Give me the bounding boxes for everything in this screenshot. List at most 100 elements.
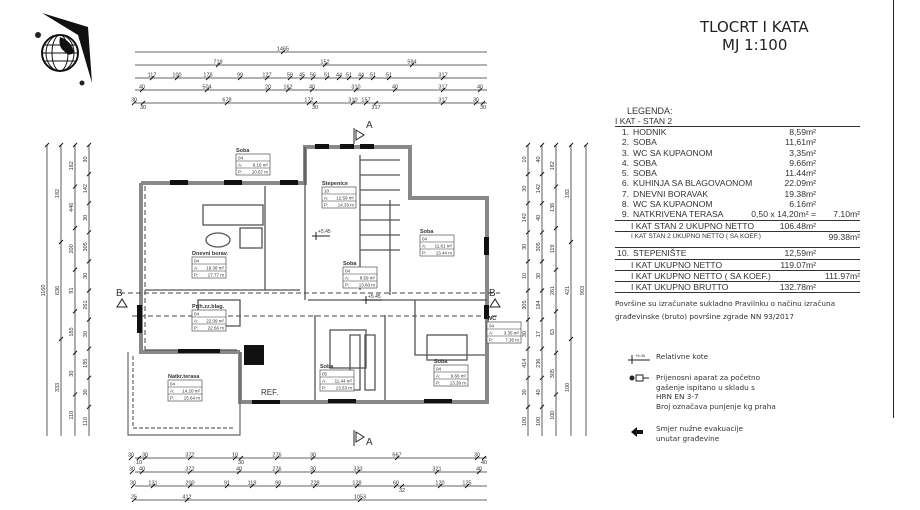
svg-text:A:: A:: [194, 266, 198, 271]
dimension-label: 152: [320, 60, 329, 66]
dimension-label: 30: [131, 98, 137, 104]
room-perimeter: 13.44 m: [436, 251, 453, 256]
dimension-label: 110: [83, 417, 89, 426]
room-name: Soba: [343, 261, 357, 267]
dimension-label: 182: [550, 161, 556, 170]
dimension-label: 99: [275, 481, 281, 487]
dimension-label: 305: [522, 300, 528, 309]
room-area: 19.38 m²: [206, 266, 224, 271]
dimension-label: 667: [392, 453, 401, 459]
level-marker-icon: +5.45: [628, 353, 650, 364]
dimension-label: 56: [310, 73, 316, 79]
svg-text:A: A: [366, 437, 373, 448]
dimension-label: 45: [299, 73, 305, 79]
fire-extinguisher-icon: [629, 374, 649, 382]
dimension-label: 636: [55, 286, 61, 295]
room-code: 04: [345, 269, 351, 274]
svg-text:+5.45: +5.45: [368, 294, 381, 300]
room-code: 04: [436, 367, 442, 372]
dimension-label: 131: [148, 481, 157, 487]
room-perimeter: 10.67 m: [252, 170, 269, 175]
dimension-label: 142: [83, 184, 89, 193]
dimension-label: 317: [438, 85, 447, 91]
frame-border: [893, 0, 894, 418]
room-area: 9.66 m²: [451, 374, 467, 379]
svg-text:A:: A:: [436, 374, 440, 379]
dimension-label: 60: [393, 481, 399, 487]
legend-note: Površine su izračunate sukladno Pravilnk…: [615, 299, 836, 322]
dimension-label: 182: [69, 161, 75, 170]
svg-text:A:: A:: [194, 319, 198, 324]
dimension-label: 317: [371, 105, 380, 111]
drawing-title: TLOCRT I KATA MJ 1:100: [700, 18, 809, 54]
dimension-label: 185: [69, 327, 75, 336]
dimension-label: 91: [224, 481, 230, 487]
dimension-label: 30: [140, 105, 146, 111]
dimension-label: 30: [238, 460, 244, 466]
dimension-label: 100: [565, 383, 571, 392]
dimension-label: 91: [69, 287, 75, 293]
dimension-label: 228: [310, 481, 319, 487]
dimension-label: 40: [309, 85, 315, 91]
dimension-label: 128: [352, 481, 361, 487]
dimension-label: 17: [536, 331, 542, 337]
dimension-label: 25: [131, 495, 137, 501]
dimension-label: 120: [435, 481, 444, 487]
dimension-label: 40: [536, 156, 542, 162]
dimension-label: 162: [283, 85, 292, 91]
dimension-label: 172: [304, 98, 313, 104]
legend-kat-netto-koef: I KAT UKUPNO NETTO ( SA KOEF.)111.97m²: [615, 269, 860, 281]
dimension-label: 30: [310, 453, 316, 459]
dimension-label: 236: [536, 359, 542, 368]
drawing-title-text: TLOCRT I KATA: [700, 18, 809, 36]
dimension-label: 305: [550, 369, 556, 378]
room-perimeter: 17.77 m: [208, 273, 225, 278]
dimension-label: 30: [83, 156, 89, 162]
dimension-label: 40: [139, 467, 145, 473]
room-name: WC: [487, 316, 496, 322]
room-area: 8.59 m²: [360, 276, 376, 281]
dimension-label: 182: [55, 189, 61, 198]
svg-text:B: B: [489, 288, 496, 299]
dimension-label: 30: [83, 215, 89, 221]
room-code: 04: [194, 312, 200, 317]
dimension-label: 30: [83, 331, 89, 337]
room-perimeter: 13.53 m: [336, 386, 353, 391]
svg-text:P:: P:: [194, 273, 198, 278]
dimension-label: 261: [550, 286, 556, 295]
dimension-label: 30: [83, 389, 89, 395]
dimension-label: 142: [522, 213, 528, 222]
dimension-label: 30: [522, 244, 528, 250]
dimension-label: 100: [522, 417, 528, 426]
dimension-label: 372: [185, 453, 194, 459]
svg-text:P:: P:: [238, 170, 242, 175]
level-marker: +5.45: [312, 229, 331, 240]
svg-text:P:: P:: [436, 381, 440, 386]
room-code: 04: [238, 156, 244, 161]
dimension-label: 903: [580, 286, 586, 295]
room-area: 12.59 m²: [336, 196, 354, 201]
dimension-label: 446: [69, 203, 75, 212]
dimension-label: 372: [185, 467, 194, 473]
legend-extinguisher-symbol: Prijenosni aparat za početno gašenje isp…: [628, 373, 776, 411]
dimension-label: 30: [130, 481, 136, 487]
dimension-label: 305: [536, 242, 542, 251]
dimension-label: 30: [480, 105, 486, 111]
dimension-label: 182: [565, 189, 571, 198]
dimension-label: 30: [310, 467, 316, 473]
refrigerator-label: REF.: [261, 388, 278, 397]
dimension-label: 305: [83, 242, 89, 251]
